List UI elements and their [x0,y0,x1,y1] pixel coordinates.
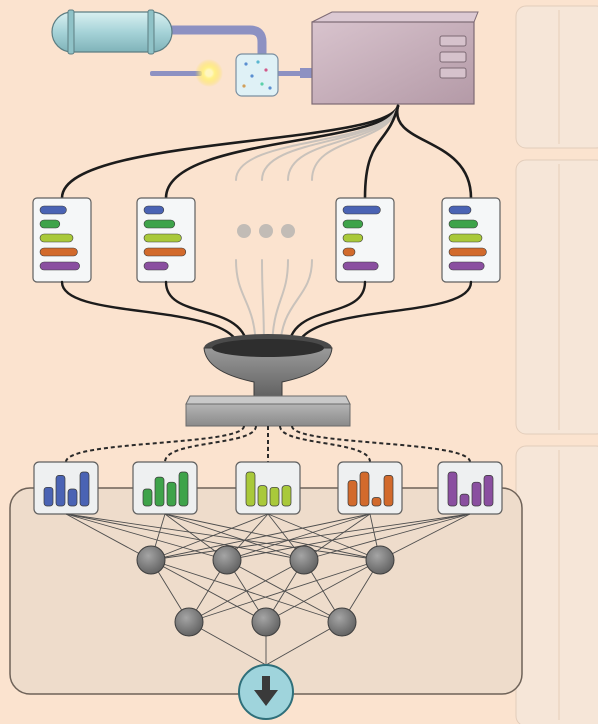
arrow-down-icon [254,676,278,706]
spectrum-bar [143,233,182,243]
cable [395,104,473,200]
network-node [289,545,319,575]
feature-boxes [33,461,503,515]
dashed-line [279,425,371,463]
spectrum-bar [342,261,379,271]
spectrum-bar [39,261,80,271]
feature-bar [67,488,78,507]
feature-plate [185,395,351,427]
cable [164,104,400,200]
spectrum-bar [342,219,364,229]
feature-bar [257,485,268,507]
spectrum-bar [39,205,67,215]
feature-box-blue [33,461,99,515]
dashed-connectors [65,425,471,463]
network-node [365,545,395,575]
cables-to-spectra [60,104,473,200]
dashed-line [291,425,471,463]
cable [311,105,399,181]
feature-bar [281,485,292,507]
instrument-slot [439,67,467,79]
feature-bar [79,471,90,507]
cable [363,104,400,200]
laser-line [150,71,316,76]
dashed-line [164,425,257,463]
spectrum-card [32,197,92,283]
spectrum-bar [342,233,364,243]
feature-bar [359,471,370,507]
network-node [251,607,281,637]
network-node [212,545,242,575]
feature-bar [142,488,153,507]
feature-bar [459,493,470,507]
cable [60,104,400,200]
instrument-slot [439,51,467,63]
spectrometer-instrument [300,11,479,105]
feature-bar [154,476,165,507]
feature-box-green [132,461,198,515]
spectrum-card [441,197,501,283]
feature-bar [178,471,189,507]
spectrum-card [136,197,196,283]
feature-box-purple [437,461,503,515]
stage-panel-acquisition [515,5,598,149]
feature-bar [269,486,280,507]
feature-bar [347,480,358,507]
sample-chamber [235,53,279,97]
stage-panel-features [515,159,598,435]
spectrum-bar [448,247,487,257]
feature-bar [245,471,256,507]
network-node [174,607,204,637]
spectra-cards [32,197,501,283]
spectrum-bar [143,247,187,257]
feature-bar [447,471,458,507]
network-node [327,607,357,637]
feature-box-yellow [235,461,301,515]
feature-bar [383,475,394,507]
stage-panel-model [515,445,598,724]
spectrum-bar [39,219,61,229]
feature-bar [55,475,66,507]
spectrum-bar [342,205,381,215]
aggregation-funnel [203,334,333,401]
spectrum-bar [342,247,356,257]
dashed-line [65,425,245,463]
spectrum-bar [448,205,472,215]
feature-bar [483,475,494,507]
instrument-slot [439,35,467,47]
spectrum-bar [448,261,485,271]
spectrum-bar [39,233,74,243]
cable [60,280,242,354]
spectrum-bar [143,261,169,271]
more-dots-icon [237,224,295,238]
feature-bar [166,481,177,507]
network-node [136,545,166,575]
feature-box-orange [337,461,403,515]
stage-panels [515,5,598,724]
spectrum-bar [448,219,478,229]
gas-cylinder [51,9,267,59]
cable [294,280,473,354]
spectrum-bar [448,233,483,243]
spectrum-bar [143,219,176,229]
feature-bar [471,481,482,507]
feature-bar [371,497,382,507]
feature-bar [43,486,54,507]
neural-network [65,513,471,666]
spectrum-bar [39,247,78,257]
spectrum-bar [143,205,165,215]
output-node [238,664,294,720]
spectrum-card [335,197,395,283]
